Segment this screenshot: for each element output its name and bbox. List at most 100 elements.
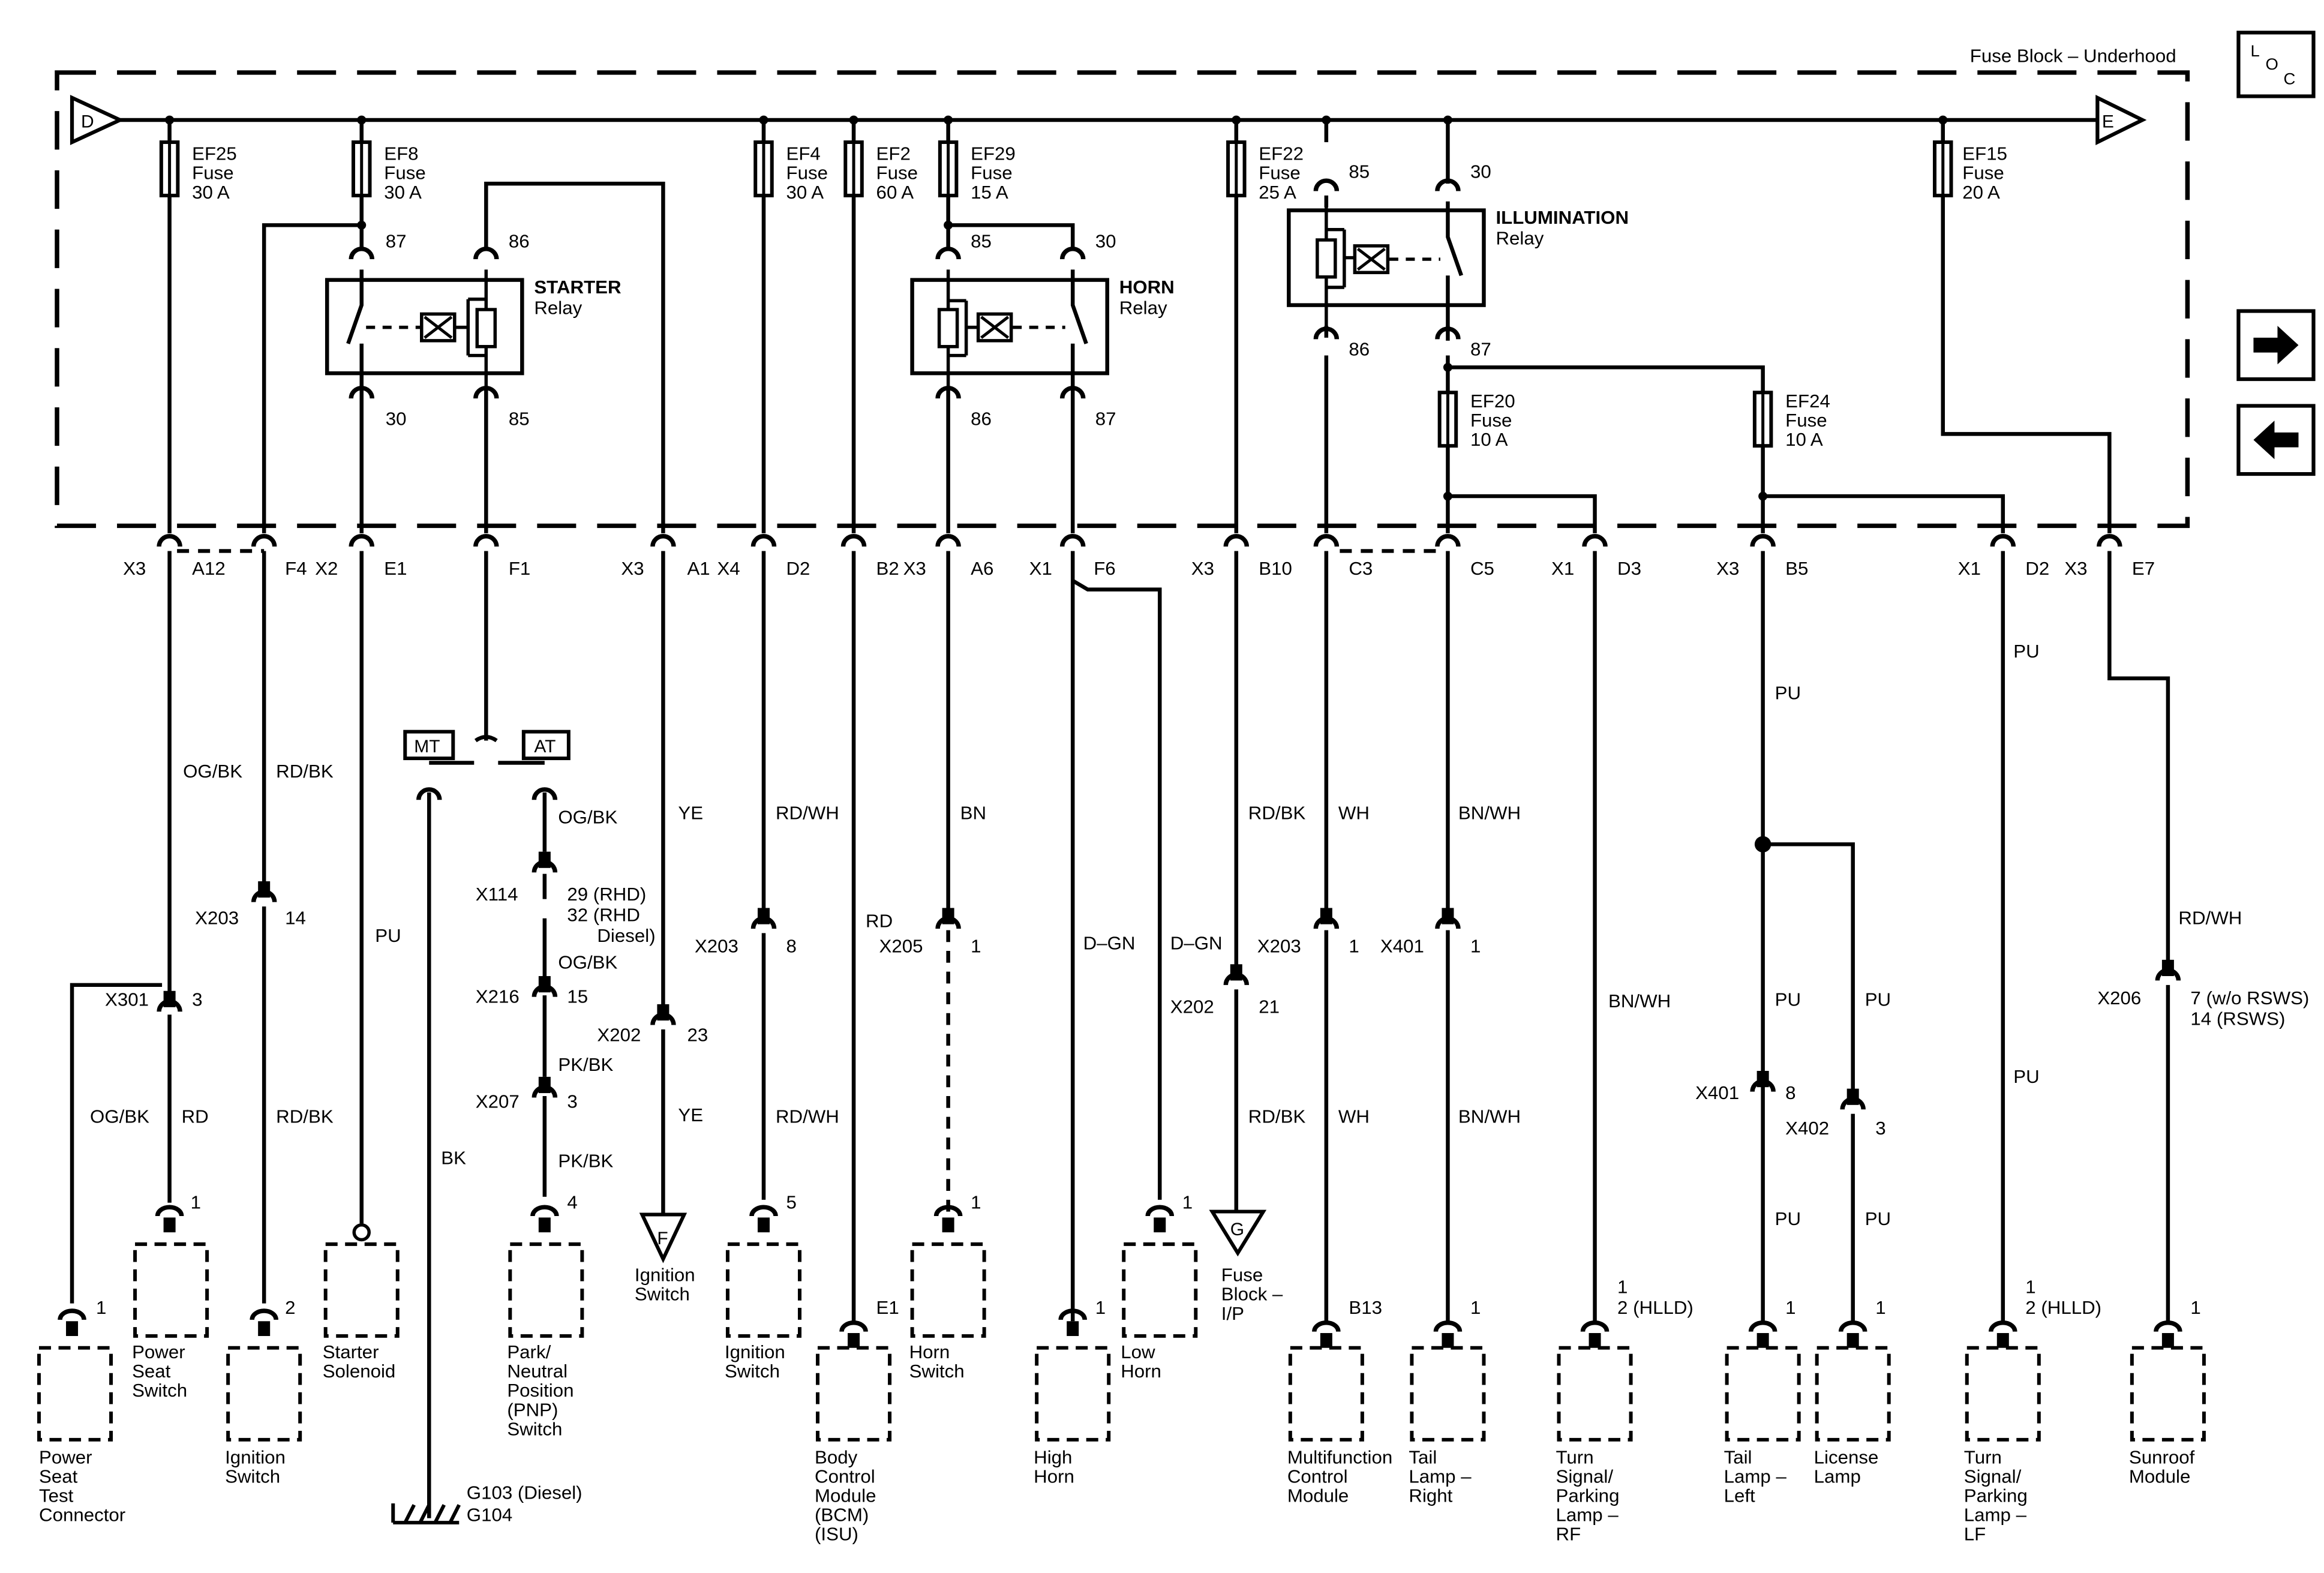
svg-text:PU: PU xyxy=(2013,641,2039,662)
svg-text:60 A: 60 A xyxy=(876,182,914,203)
component-sunroof-module: 1 Sunroof Module xyxy=(2129,1297,2206,1487)
svg-text:A6: A6 xyxy=(971,558,993,579)
fuse-block-title: Fuse Block – Underhood xyxy=(1970,46,2176,67)
svg-text:X301: X301 xyxy=(105,989,149,1010)
svg-text:RD/WH: RD/WH xyxy=(776,802,839,823)
svg-text:10 A: 10 A xyxy=(1785,429,1823,450)
svg-text:BN: BN xyxy=(960,802,986,823)
wire-color-labels: OG/BK RD/BK PU OG/BK YE RD/WH RD BN D–GN… xyxy=(90,641,2242,1229)
svg-text:G103 (Diesel): G103 (Diesel) xyxy=(467,1482,582,1503)
svg-text:L: L xyxy=(2250,41,2259,60)
loc-button[interactable]: L O C xyxy=(2236,31,2316,98)
svg-text:F6: F6 xyxy=(1094,558,1115,579)
svg-text:Diesel): Diesel) xyxy=(597,925,655,946)
svg-text:Ignition: Ignition xyxy=(725,1341,785,1362)
svg-text:RD/BK: RD/BK xyxy=(1248,802,1306,823)
svg-text:E1: E1 xyxy=(876,1297,899,1318)
svg-text:Control: Control xyxy=(815,1466,875,1487)
svg-text:1: 1 xyxy=(971,1192,981,1213)
svg-text:Connector: Connector xyxy=(39,1505,125,1526)
svg-text:RD/WH: RD/WH xyxy=(2178,908,2242,929)
svg-text:EF29: EF29 xyxy=(971,143,1016,164)
svg-text:Horn: Horn xyxy=(1121,1361,1161,1382)
illumination-relay: 85 30 86 87 ILLUMINATION Relay xyxy=(1287,161,1629,359)
svg-text:Block –: Block – xyxy=(1221,1284,1283,1305)
svg-text:F4: F4 xyxy=(285,558,307,579)
svg-text:1: 1 xyxy=(191,1192,201,1213)
svg-text:Relay: Relay xyxy=(534,298,582,319)
svg-text:X3: X3 xyxy=(903,558,926,579)
svg-text:Body: Body xyxy=(815,1446,858,1467)
svg-text:1: 1 xyxy=(1470,936,1481,957)
component-pnp-switch: 4 Park/ Neutral Position (PNP) Switch xyxy=(507,1192,584,1439)
svg-text:X206: X206 xyxy=(2097,987,2141,1008)
svg-text:23: 23 xyxy=(687,1025,708,1046)
svg-text:EF24: EF24 xyxy=(1785,391,1830,412)
component-high-horn: 1 High Horn xyxy=(1034,1297,1111,1487)
svg-text:87: 87 xyxy=(1095,409,1116,430)
svg-text:Lamp –: Lamp – xyxy=(1409,1466,1472,1487)
svg-text:D–GN: D–GN xyxy=(1083,933,1136,954)
svg-text:X3: X3 xyxy=(1191,558,1214,579)
svg-text:Fuse: Fuse xyxy=(1470,410,1512,431)
svg-text:EF22: EF22 xyxy=(1259,143,1304,164)
svg-text:BK: BK xyxy=(441,1148,466,1169)
svg-text:X216: X216 xyxy=(476,986,520,1007)
svg-text:14 (RSWS): 14 (RSWS) xyxy=(2190,1008,2285,1029)
svg-text:(ISU): (ISU) xyxy=(815,1524,858,1545)
svg-text:D2: D2 xyxy=(786,558,810,579)
svg-text:Multifunction: Multifunction xyxy=(1287,1446,1392,1467)
svg-text:OG/BK: OG/BK xyxy=(90,1106,149,1127)
bus-ref-e xyxy=(2095,94,2147,146)
svg-text:Seat: Seat xyxy=(39,1466,78,1487)
svg-text:Fuse: Fuse xyxy=(1259,163,1300,184)
svg-text:Signal/: Signal/ xyxy=(1556,1466,1614,1487)
svg-text:OG/BK: OG/BK xyxy=(558,952,617,973)
svg-text:86: 86 xyxy=(509,230,530,251)
svg-text:BN/WH: BN/WH xyxy=(1608,990,1671,1011)
svg-text:X3: X3 xyxy=(2064,558,2087,579)
svg-text:Ignition: Ignition xyxy=(225,1446,286,1467)
svg-text:Relay: Relay xyxy=(1119,298,1167,319)
svg-text:B5: B5 xyxy=(1785,558,1808,579)
svg-text:Test: Test xyxy=(39,1485,74,1506)
svg-text:EF25: EF25 xyxy=(192,143,237,164)
svg-text:85: 85 xyxy=(509,409,530,430)
svg-text:1: 1 xyxy=(2025,1277,2035,1298)
block-connector-cups xyxy=(159,536,2120,547)
wire-paths xyxy=(70,119,2170,1518)
svg-text:Module: Module xyxy=(2129,1466,2190,1487)
svg-text:High: High xyxy=(1034,1446,1072,1467)
svg-text:X3: X3 xyxy=(621,558,644,579)
svg-text:Lamp –: Lamp – xyxy=(1964,1505,2027,1526)
svg-text:1: 1 xyxy=(971,936,981,957)
svg-text:30 A: 30 A xyxy=(384,182,422,203)
inline-connectors xyxy=(159,851,2178,1110)
svg-text:Switch: Switch xyxy=(909,1361,965,1382)
svg-text:85: 85 xyxy=(971,230,992,251)
svg-text:2 (HLLD): 2 (HLLD) xyxy=(2025,1297,2101,1318)
svg-text:EF20: EF20 xyxy=(1470,391,1515,412)
svg-text:B13: B13 xyxy=(1349,1297,1382,1318)
svg-text:15 A: 15 A xyxy=(971,182,1008,203)
svg-text:Tail: Tail xyxy=(1724,1446,1752,1467)
svg-text:EF2: EF2 xyxy=(876,143,911,164)
svg-text:4: 4 xyxy=(567,1192,577,1213)
svg-text:5: 5 xyxy=(786,1192,797,1213)
svg-text:C5: C5 xyxy=(1470,558,1494,579)
svg-text:E: E xyxy=(2102,112,2114,131)
next-page-button[interactable] xyxy=(2236,309,2316,382)
svg-text:Horn: Horn xyxy=(909,1341,950,1362)
svg-text:X203: X203 xyxy=(195,908,239,929)
previous-page-button[interactable] xyxy=(2236,404,2316,476)
svg-text:OG/BK: OG/BK xyxy=(558,807,617,828)
left-arrow-icon xyxy=(2253,421,2299,460)
ref-ignition-switch: F Ignition Switch xyxy=(635,1212,695,1305)
svg-text:X3: X3 xyxy=(1716,558,1739,579)
svg-text:PU: PU xyxy=(1775,989,1801,1010)
svg-text:7 (w/o RSWS): 7 (w/o RSWS) xyxy=(2190,987,2309,1008)
svg-text:14: 14 xyxy=(285,908,306,929)
horn-relay: 85 30 86 87 HORN Relay xyxy=(910,230,1175,430)
svg-text:OG/BK: OG/BK xyxy=(183,761,242,782)
